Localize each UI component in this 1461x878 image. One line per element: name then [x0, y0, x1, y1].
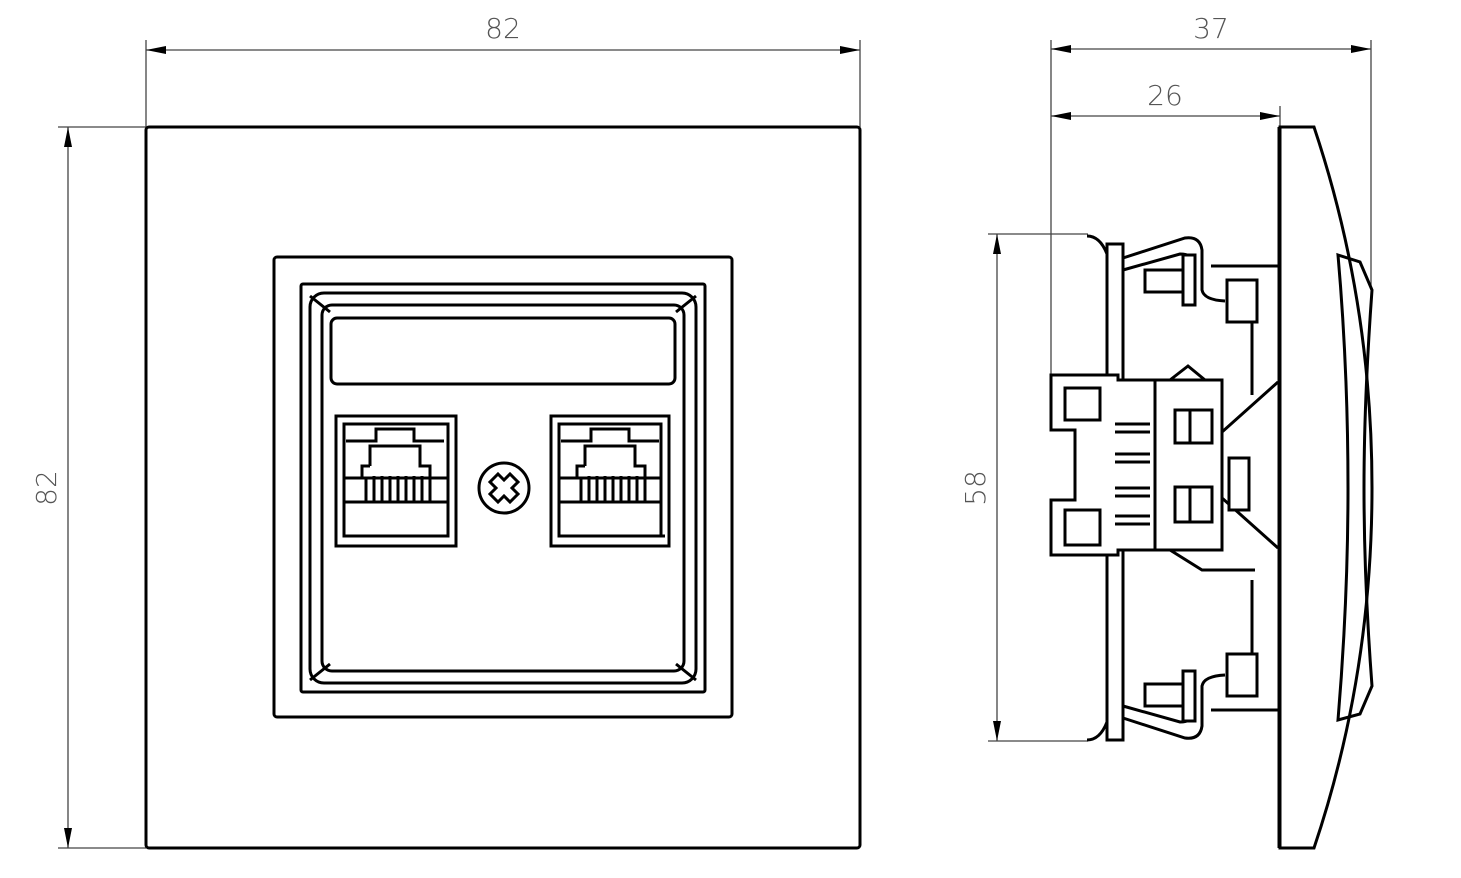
dimension-width: 82 — [145, 12, 861, 127]
front-view: 82 82 — [30, 12, 862, 850]
dimension-body-height: 58 — [959, 233, 1088, 742]
width-label: 82 — [485, 12, 521, 45]
depth-body-label: 26 — [1147, 79, 1183, 112]
jack-block — [1153, 378, 1224, 552]
rj45-port-right — [549, 414, 671, 548]
cover-inner-frame — [1336, 252, 1374, 723]
front-cover — [1278, 125, 1374, 850]
connector-housing — [1049, 373, 1157, 557]
dimension-height: 82 — [30, 126, 146, 849]
label-window — [329, 316, 677, 386]
socket-face-outer — [299, 282, 707, 694]
rj45-port-left — [334, 414, 458, 548]
inner-frame — [272, 255, 734, 719]
socket-face — [320, 303, 686, 673]
socket-face-bevel — [308, 291, 698, 685]
dimension-depth-body: 26 — [1051, 79, 1281, 127]
height-label: 82 — [30, 470, 63, 506]
body-height-label: 58 — [959, 470, 992, 506]
depth-total-label: 37 — [1193, 12, 1229, 45]
side-view: 37 26 58 — [959, 12, 1374, 850]
outer-frame — [144, 125, 862, 850]
dimension-depth-total: 37 — [1050, 12, 1372, 375]
screw-icon — [477, 461, 531, 515]
